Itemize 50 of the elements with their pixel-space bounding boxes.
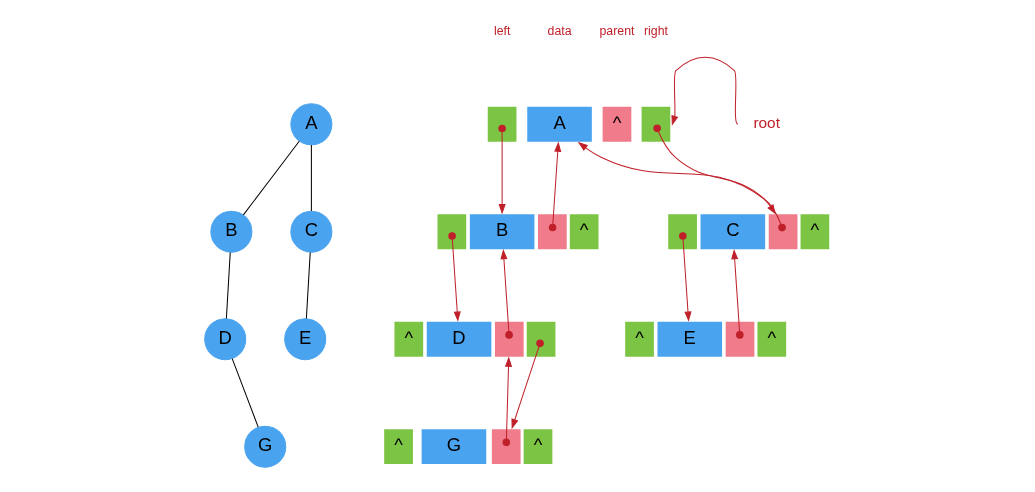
label: parent: [599, 23, 635, 38]
node-box: ^: [392, 319, 426, 359]
node-circle: E: [284, 317, 327, 360]
node-circle: C: [290, 210, 333, 253]
node-box: E: [655, 319, 725, 359]
arrow: [731, 248, 744, 339]
node-box: ^: [623, 319, 656, 359]
arrow: [500, 248, 513, 339]
node-box: [639, 104, 673, 144]
arrow: [548, 141, 562, 231]
node-box: [485, 104, 519, 144]
node-box: [535, 211, 569, 251]
node-box: [666, 211, 699, 251]
node-circle: G: [244, 425, 287, 468]
node-circle: D: [204, 317, 247, 360]
node-circle: A: [290, 102, 333, 145]
arrow: [448, 231, 461, 322]
node-box: B: [467, 211, 537, 251]
label: right: [643, 23, 668, 38]
node-circle: B: [210, 210, 253, 253]
node-box: ^: [755, 319, 789, 359]
connector: [231, 357, 259, 428]
node-box: [489, 426, 523, 466]
connector: [242, 140, 300, 215]
node-box: [766, 211, 800, 251]
node-box: C: [698, 211, 768, 251]
label: data: [547, 23, 572, 38]
node-box: ^: [798, 211, 832, 251]
node-box: D: [424, 319, 494, 359]
node-box: [524, 319, 558, 359]
node-box: ^: [382, 426, 415, 466]
arrow: [577, 141, 786, 231]
arrow: [498, 124, 506, 214]
node-box: ^: [600, 104, 634, 144]
connector: [225, 251, 231, 319]
node-box: [723, 319, 757, 359]
label: left: [493, 23, 511, 38]
arrow: [502, 356, 513, 446]
node-box: ^: [567, 211, 601, 251]
arrow: [679, 231, 692, 322]
node-box: A: [525, 104, 594, 144]
connector: [310, 144, 312, 211]
node-box: [435, 211, 469, 251]
connector: [305, 251, 311, 319]
node-box: [492, 319, 526, 359]
arrow: [671, 56, 739, 126]
node-text: root: [753, 113, 780, 131]
node-box: G: [419, 426, 489, 466]
arrow: [511, 339, 544, 429]
node-box: ^: [521, 426, 555, 466]
